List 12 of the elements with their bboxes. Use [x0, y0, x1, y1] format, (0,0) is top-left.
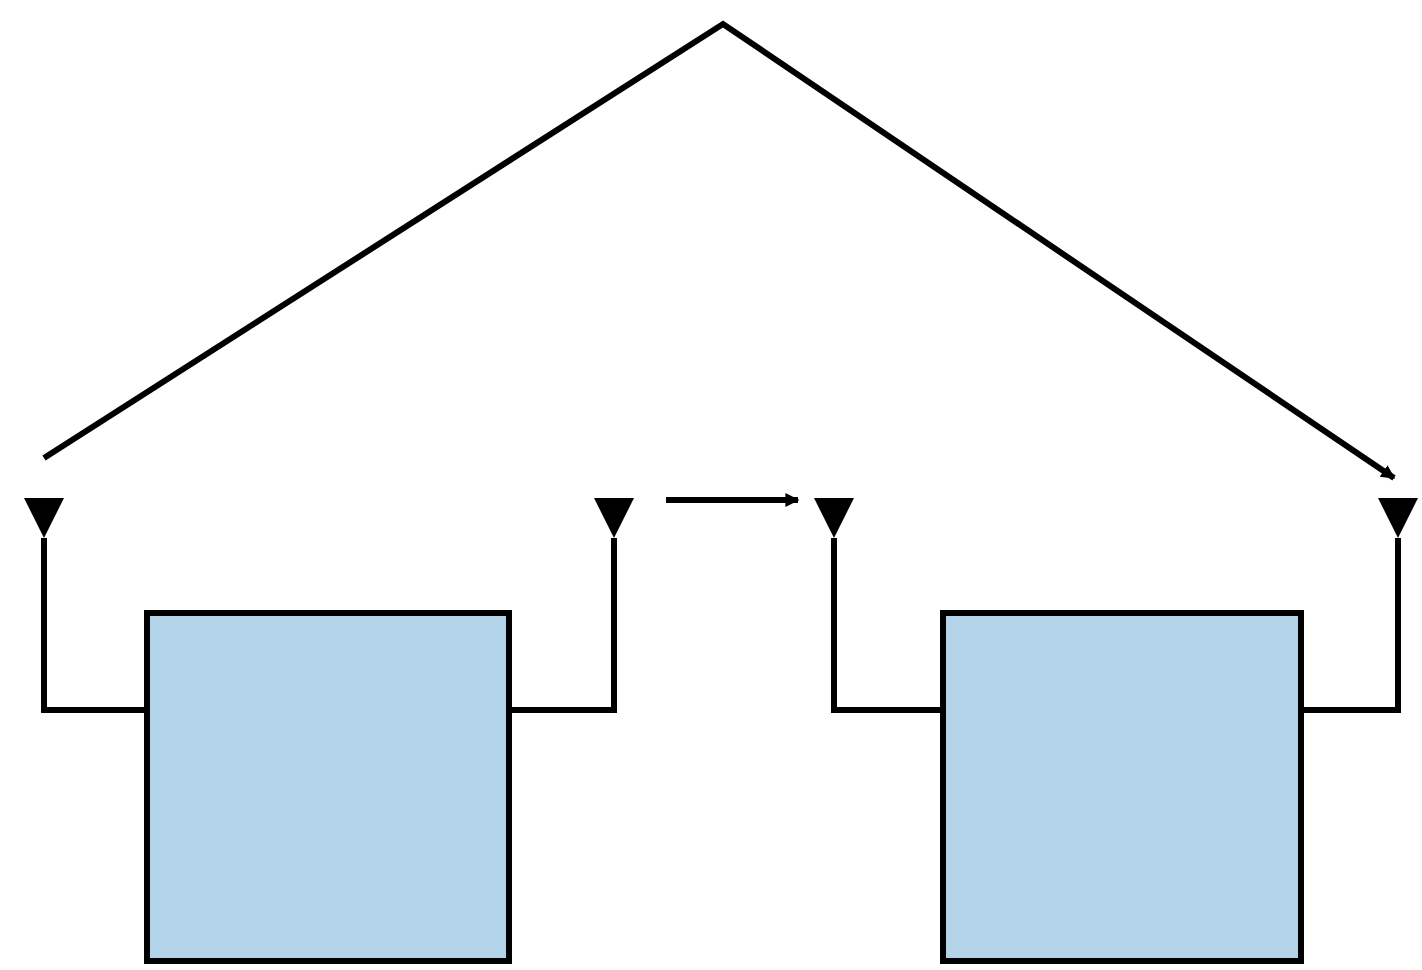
antenna-icon — [1378, 498, 1418, 538]
wire-line — [512, 538, 617, 713]
wire-line — [41, 538, 144, 713]
block-box — [940, 610, 1304, 964]
antenna-icon — [24, 498, 64, 538]
arrow — [42, 20, 1396, 481]
arrow — [666, 493, 800, 507]
wire-line — [831, 538, 940, 713]
antenna-icon — [814, 498, 854, 538]
antenna-icon — [594, 498, 634, 538]
wire-line — [1304, 538, 1401, 713]
block-box — [144, 610, 512, 964]
